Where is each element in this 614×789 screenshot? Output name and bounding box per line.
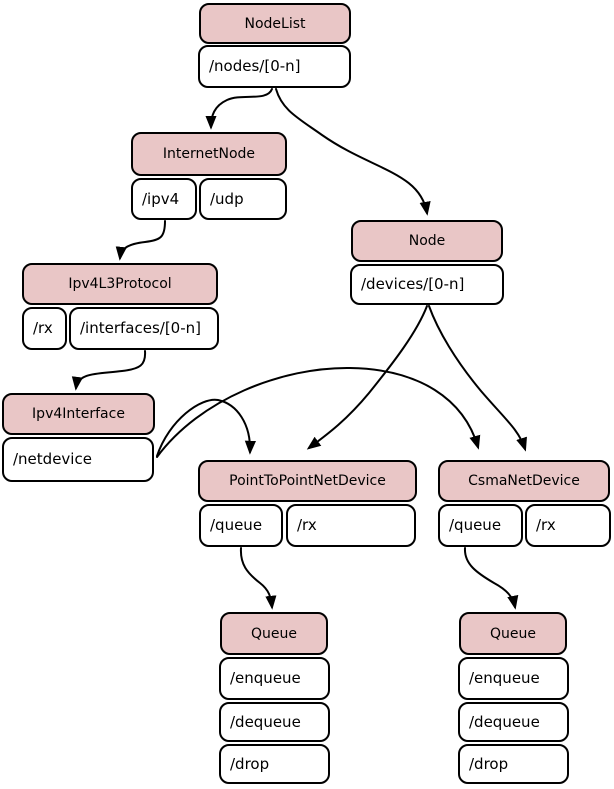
edge-devices-pointtopointnetdevice [306,305,428,450]
node-csmanetdevice-title: CsmaNetDevice [438,460,610,502]
node-node-title: Node [351,220,503,262]
node-queue-right-title: Queue [459,612,567,655]
edge-netdevice-csmanetdevice [156,366,481,458]
node-ipv4interface-item-netdevice: /netdevice [2,437,154,482]
node-queue-left-item-enqueue: /enqueue [219,657,330,700]
node-ipv4interface-title: Ipv4Interface [2,393,155,435]
edge-ipv4-ipv4l3protocol [115,220,166,261]
edge-interfaces-ipv4interface [71,350,147,391]
node-queue-right-item-drop: /drop [458,744,569,784]
edge-devices-csmanetdevice [428,305,527,452]
node-queue-right-item-enqueue: /enqueue [458,657,569,700]
node-csmanetdevice-item-rx: /rx [525,504,611,547]
node-nodelist-item-nodes: /nodes/[0-n] [198,45,351,88]
edge-netdevice-pointtopointnetdevice [156,398,256,457]
node-nodelist-title: NodeList [199,3,351,44]
edge-queue-queue-left [239,547,277,610]
node-queue-left-title: Queue [220,612,328,655]
edge-nodelist-node [275,88,431,216]
node-internetnode-title: InternetNode [131,132,287,176]
node-queue-left-item-drop: /drop [219,744,330,784]
node-csmanetdevice-item-queue: /queue [438,504,523,547]
edge-queue-queue-right [463,547,519,610]
edge-nodelist-internetnode [205,88,273,130]
node-queue-right-item-dequeue: /dequeue [458,702,569,742]
node-ipv4l3protocol-title: Ipv4L3Protocol [22,263,218,305]
node-internetnode-item-udp: /udp [199,178,287,220]
node-node-item-devices: /devices/[0-n] [350,264,504,305]
node-pointtopointnetdevice-item-queue: /queue [199,504,283,547]
node-pointtopointnetdevice-title: PointToPointNetDevice [198,460,417,502]
node-pointtopointnetdevice-item-rx: /rx [286,504,416,547]
node-ipv4l3protocol-item-rx: /rx [22,307,67,350]
node-ipv4l3protocol-item-interfaces: /interfaces/[0-n] [69,307,219,350]
node-queue-left-item-dequeue: /dequeue [219,702,330,742]
node-internetnode-item-ipv4: /ipv4 [131,178,197,220]
